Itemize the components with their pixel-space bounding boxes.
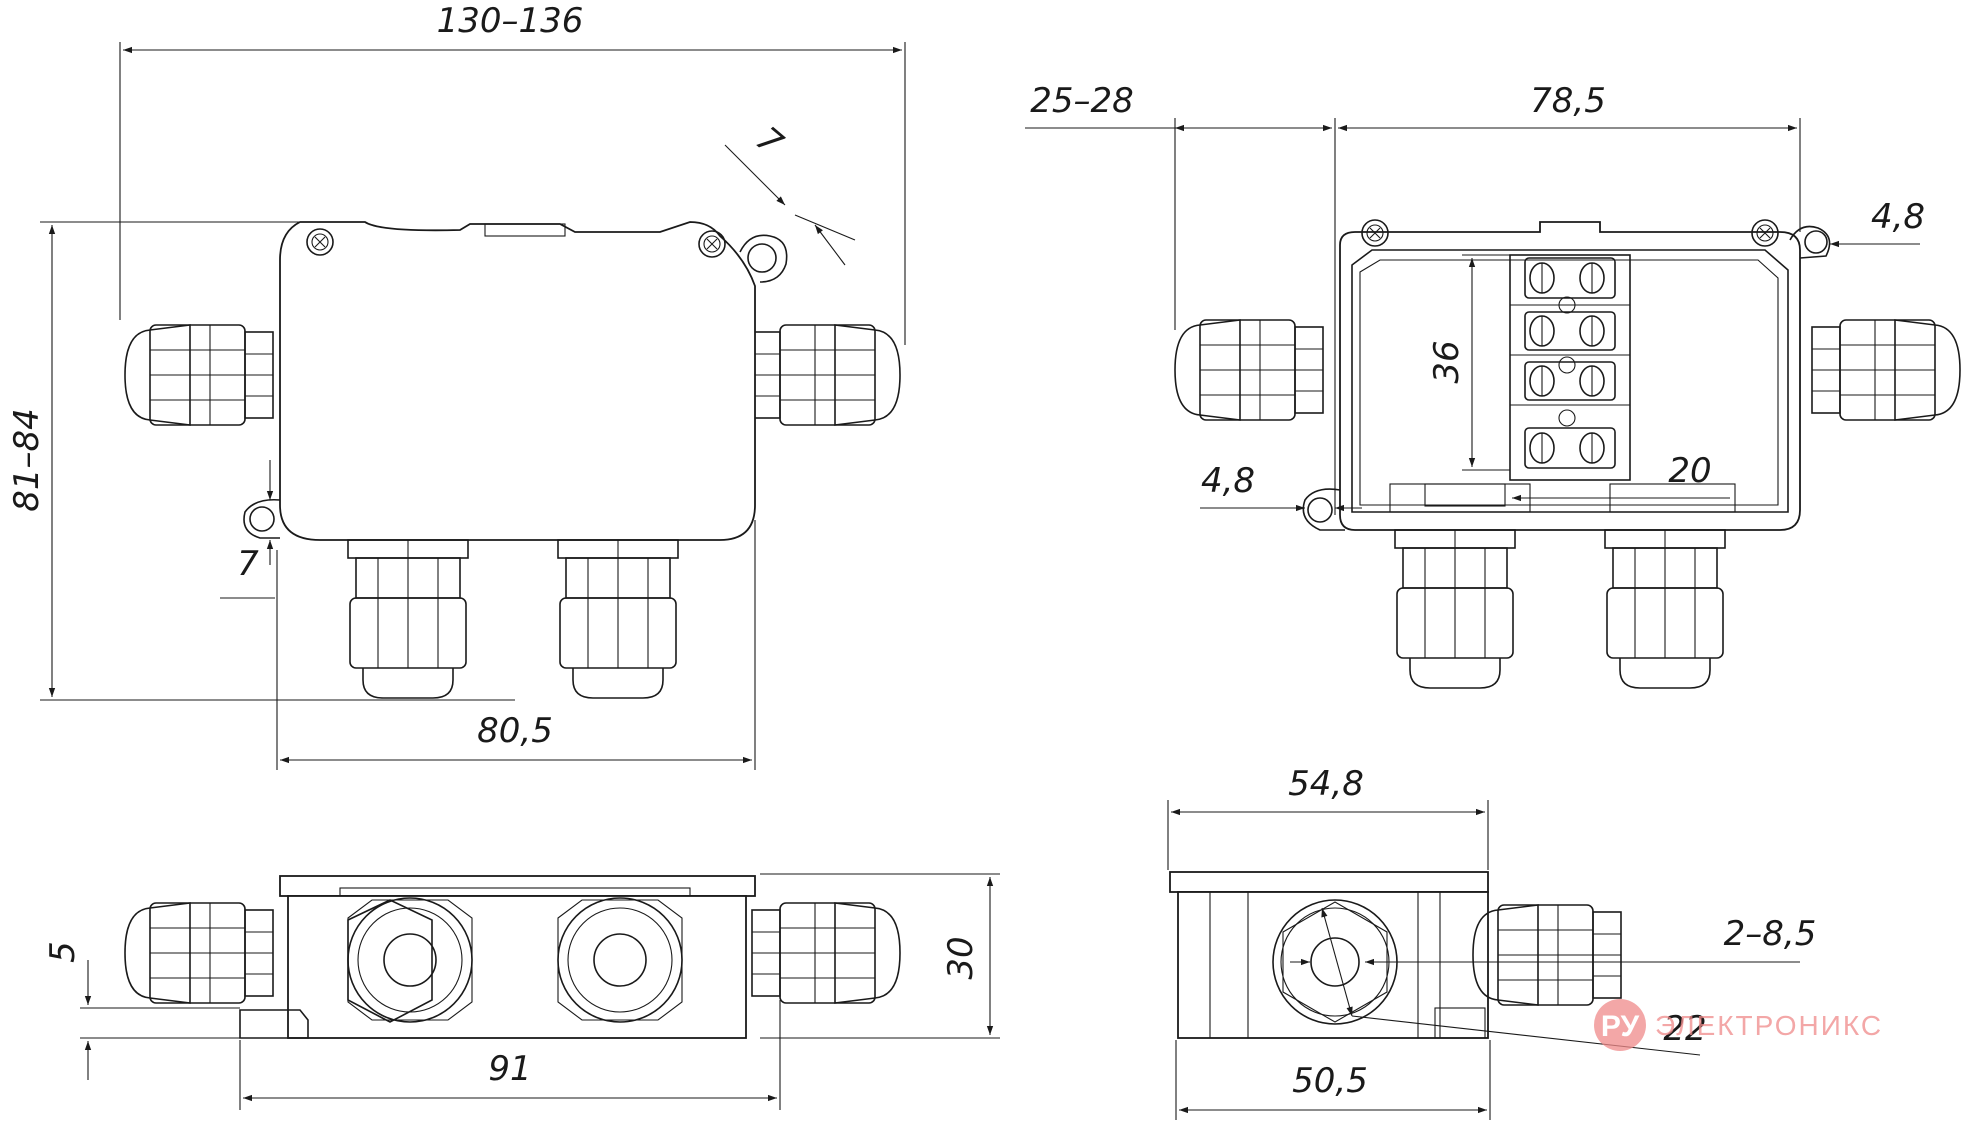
dim-inner-width: 78,5 <box>1530 81 1606 121</box>
dim-terminal-width: 20 <box>1668 451 1711 491</box>
terminal-screw-icon <box>1529 262 1605 464</box>
dim-hole-right: 4,8 <box>1871 197 1925 237</box>
lid <box>279 875 756 897</box>
end-view: 54,8 50,5 2–8,5 22 <box>1167 764 1817 1120</box>
mounting-ear-left <box>1302 488 1345 531</box>
watermark-text: ЭЛЕКТРОНИКС <box>1655 1010 1883 1041</box>
left-gland <box>1174 319 1324 421</box>
left-gland <box>124 324 274 426</box>
bottom-gland-right <box>1604 529 1726 689</box>
dim-body-width: 80,5 <box>477 711 553 751</box>
base-foot <box>239 1009 309 1039</box>
dim-top-width: 54,8 <box>1288 764 1364 804</box>
dim-overall-width: 130–136 <box>437 1 584 41</box>
right-gland <box>751 902 901 1004</box>
dim-bottom-width: 50,5 <box>1292 1061 1368 1101</box>
right-gland <box>751 324 901 426</box>
terminal-block <box>1509 254 1631 481</box>
end-gland <box>1472 904 1622 1006</box>
bottom-gland-left <box>347 539 469 699</box>
top-view: 25–28 78,5 4,8 4,8 36 20 <box>1025 81 1961 689</box>
dim-length: 91 <box>488 1049 531 1089</box>
dim-cable-range: 2–8,5 <box>1724 914 1817 954</box>
bottom-gland-right <box>557 539 679 699</box>
mounting-ear-left <box>243 498 281 539</box>
dim-terminal-height: 36 <box>1427 340 1467 383</box>
box-inner-wall <box>1351 249 1789 513</box>
left-gland <box>124 902 274 1004</box>
watermark-logo: РУ <box>1601 1010 1640 1043</box>
watermark-logo-icon <box>1594 999 1646 1051</box>
dim-gland-length: 25–28 <box>1030 81 1134 121</box>
dim-ear-angle: 7 <box>748 119 791 164</box>
dim-overall-height: 81–84 <box>7 408 47 512</box>
watermark: РУ ЭЛЕКТРОНИКС <box>1594 999 1883 1051</box>
front-view: 130–136 81–84 80,5 7 7 <box>7 1 906 770</box>
side-view: 30 5 91 <box>43 873 1000 1110</box>
dim-hole-left: 4,8 <box>1201 461 1255 501</box>
dim-ear-offset: 7 <box>237 544 259 584</box>
box-body <box>287 895 747 1039</box>
right-gland <box>1811 319 1961 421</box>
box-body <box>279 221 756 541</box>
dim-gland-thread: 22 <box>1663 1009 1706 1049</box>
mounting-ear-right <box>739 234 788 283</box>
bottom-gland-left <box>1394 529 1516 689</box>
lid-latch <box>484 223 566 237</box>
box-outer <box>1339 221 1801 531</box>
mounting-ear-right <box>1789 225 1831 259</box>
dim-height: 30 <box>941 936 981 979</box>
lid <box>1169 871 1489 893</box>
dim-base-step: 5 <box>43 941 83 963</box>
